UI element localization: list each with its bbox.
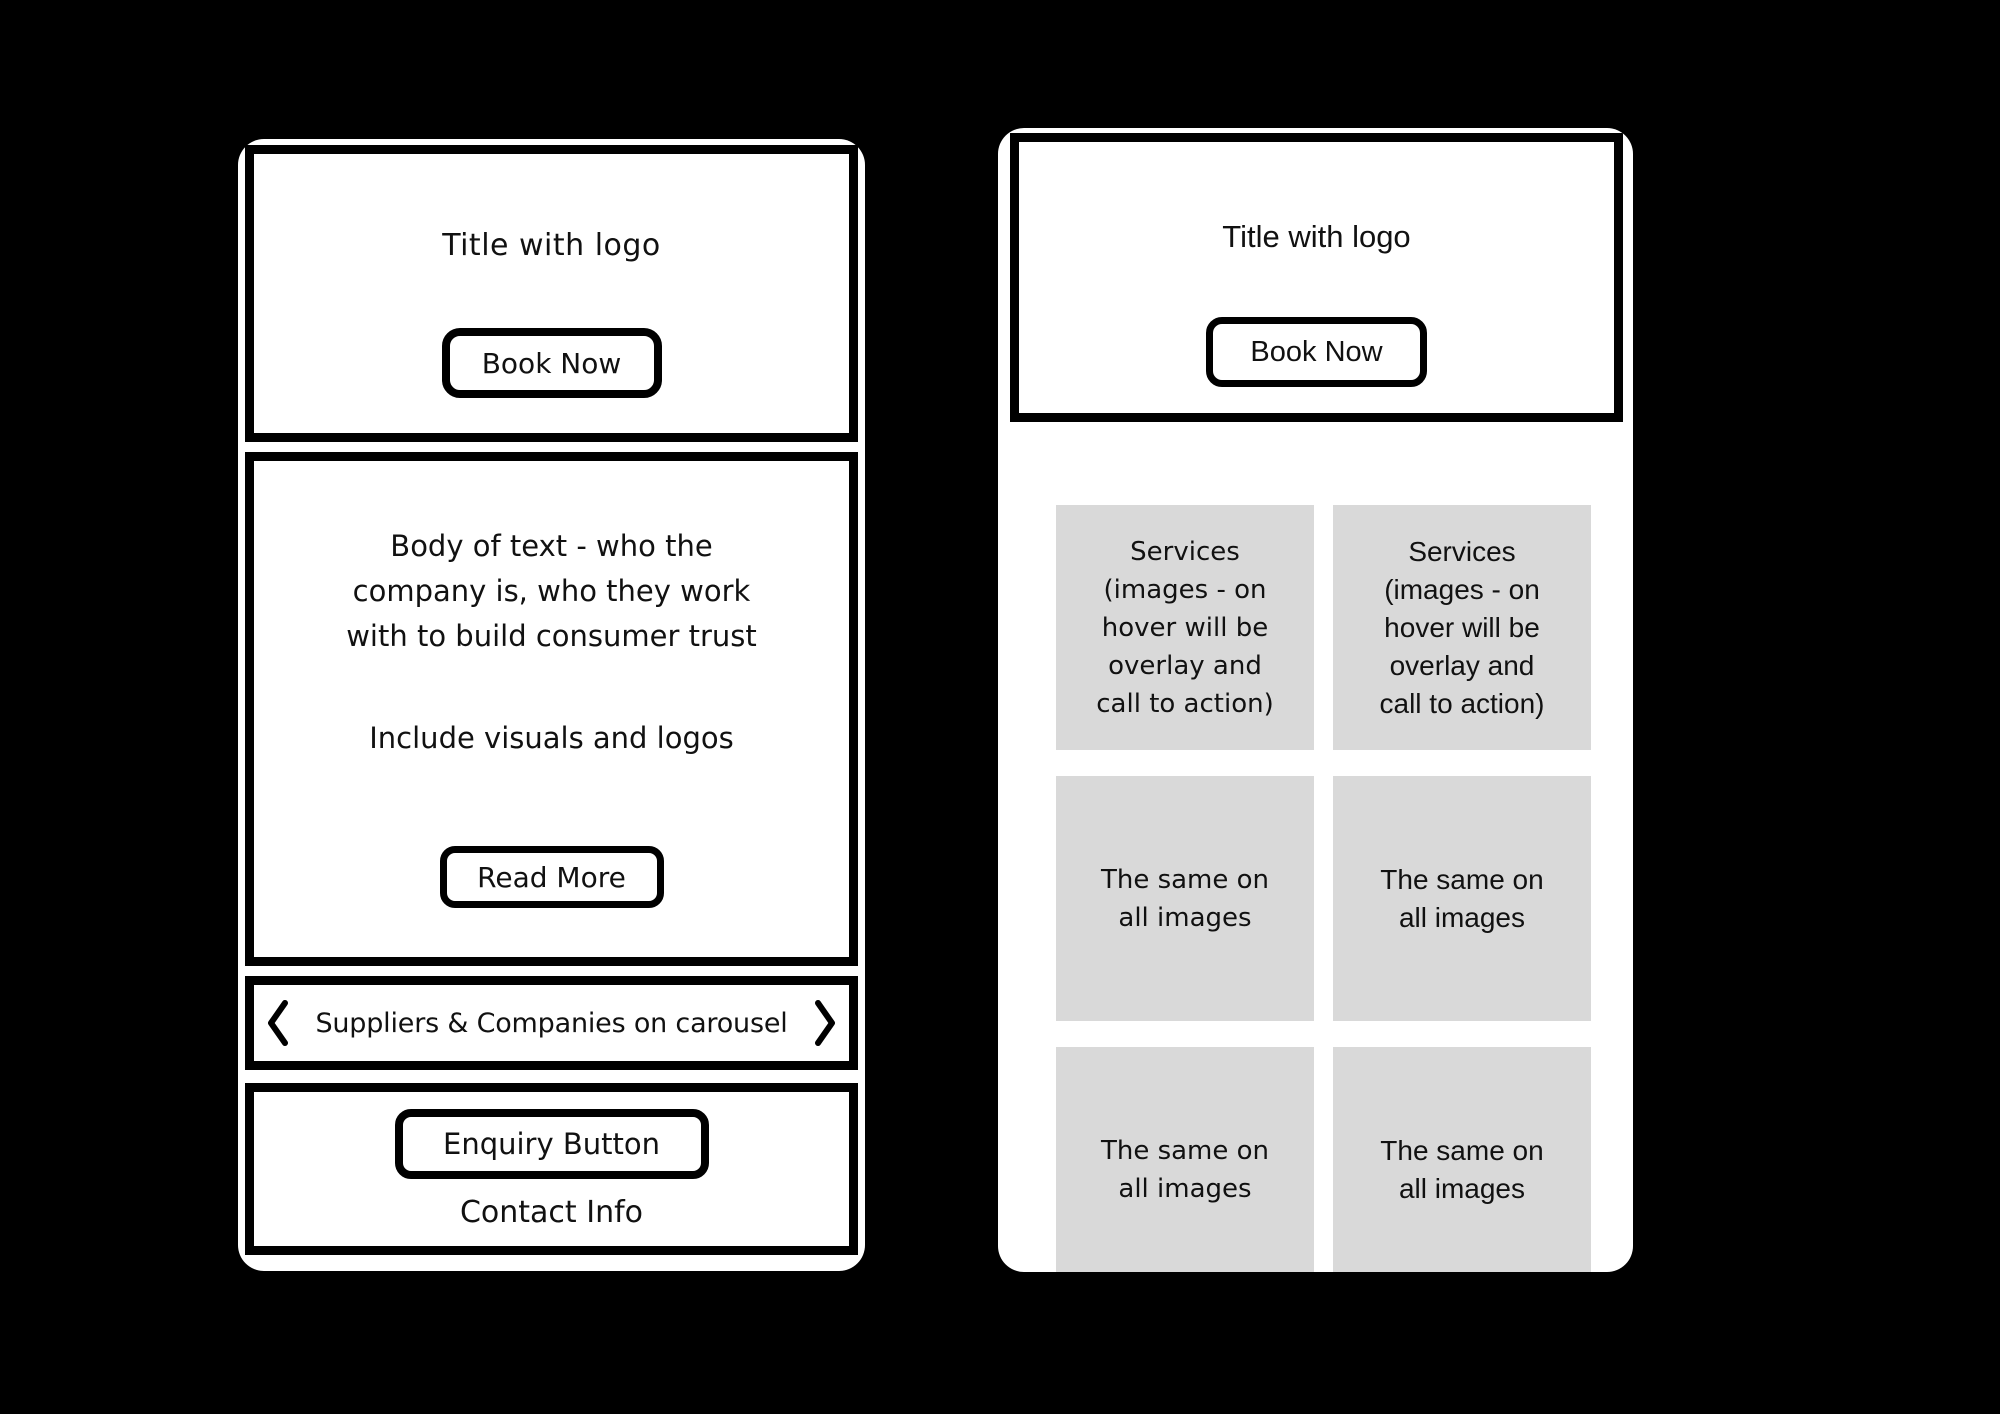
service-tile[interactable]: The same on all images (1056, 1047, 1314, 1272)
service-tile[interactable]: Services (images - on hover will be over… (1056, 505, 1314, 750)
chevron-right-icon[interactable] (811, 998, 839, 1048)
book-now-button[interactable]: Book Now (1206, 317, 1427, 387)
wireframe-landing-page: Title with logo Book Now Body of text - … (238, 139, 865, 1271)
service-tile[interactable]: The same on all images (1333, 776, 1591, 1021)
hero-title: Title with logo (442, 228, 661, 263)
footer-section: Enquiry Button Contact Info (245, 1083, 858, 1255)
book-now-button[interactable]: Book Now (441, 328, 662, 398)
chevron-left-icon[interactable] (264, 998, 292, 1048)
enquiry-button[interactable]: Enquiry Button (394, 1109, 709, 1179)
body-paragraph: Body of text - who the company is, who t… (346, 529, 757, 653)
service-tile[interactable]: The same on all images (1056, 776, 1314, 1021)
suppliers-carousel: Suppliers & Companies on carousel (245, 976, 858, 1070)
visuals-note: Include visuals and logos (369, 721, 734, 755)
body-section: Body of text - who the company is, who t… (245, 452, 858, 966)
carousel-label: Suppliers & Companies on carousel (315, 1007, 788, 1039)
service-tile[interactable]: Services (images - on hover will be over… (1333, 505, 1591, 750)
service-tile[interactable]: The same on all images (1333, 1047, 1591, 1272)
contact-info-label: Contact Info (459, 1195, 644, 1230)
hero-section: Title with logo Book Now (245, 145, 858, 442)
services-grid: Services (images - on hover will be over… (1056, 505, 1623, 1272)
hero-section: Title with logo Book Now (1010, 133, 1623, 422)
wireframe-services-page: Title with logo Book Now Services (image… (998, 128, 1633, 1272)
read-more-button[interactable]: Read More (439, 846, 664, 908)
hero-title: Title with logo (1222, 219, 1411, 254)
